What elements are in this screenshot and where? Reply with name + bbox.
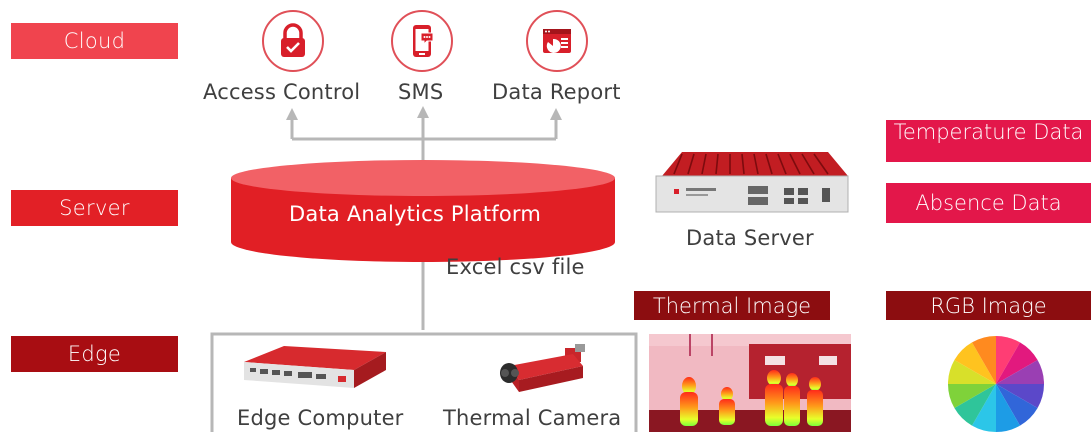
edge-computer-label: Edge Computer (237, 406, 404, 430)
thermal-camera-label: Thermal Camera (443, 406, 622, 430)
data-server-label: Data Server (686, 226, 814, 250)
sms-label: SMS (398, 80, 444, 104)
access-control-label: Access Control (203, 80, 361, 104)
edge-computer-image (244, 346, 386, 388)
platform-label: Data Analytics Platform (289, 202, 542, 226)
tier-server: Server (11, 190, 178, 226)
absence-data-box: Absence Data (886, 183, 1091, 223)
rgb-color-wheel-icon (948, 335, 1044, 432)
analytics-platform-cylinder (231, 160, 615, 262)
temperature-data-box: Temperature Data (886, 120, 1091, 162)
rgb-image-tag: RGB Image (886, 291, 1091, 320)
report-icon (526, 10, 588, 72)
tier-edge: Edge (11, 336, 178, 372)
tier-cloud: Cloud (11, 23, 178, 59)
phone-message-icon (391, 10, 453, 72)
excel-csv-label: Excel csv file (446, 255, 585, 279)
lock-icon (262, 10, 324, 72)
data-report-label: Data Report (492, 80, 621, 104)
thermal-image (649, 334, 851, 432)
thermal-camera-image (500, 344, 585, 392)
data-server-image (655, 152, 849, 213)
thermal-image-tag: Thermal Image (634, 291, 830, 320)
